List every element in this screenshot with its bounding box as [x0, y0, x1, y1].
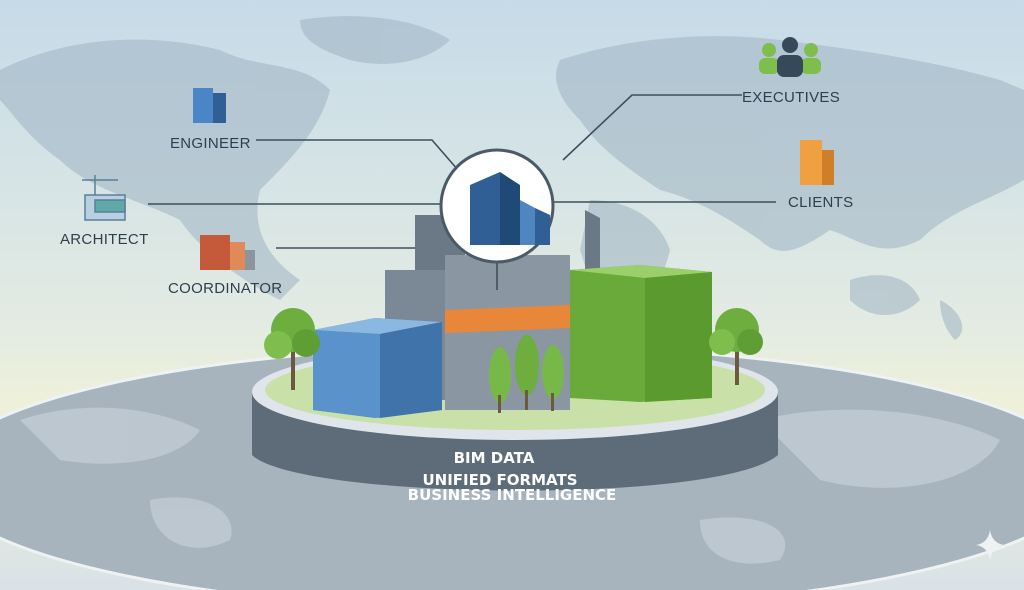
- coordinator-label: COORDINATOR: [168, 280, 282, 297]
- engineer-building-icon: [193, 88, 226, 123]
- platform-line-1: BIM DATA: [454, 449, 535, 467]
- connector-lines: [148, 94, 776, 249]
- coordinator-building-icon: [200, 235, 255, 270]
- platform-line-3: BUSINESS INTELLIGENCE: [408, 486, 617, 504]
- executives-label: EXECUTIVES: [742, 89, 840, 106]
- central-buildings: [313, 210, 712, 418]
- disc-map: [20, 407, 1000, 564]
- trees: [264, 308, 763, 413]
- architect-crane-icon: [82, 175, 126, 221]
- central-hub-icon: [439, 148, 555, 290]
- sparkle-icon: [976, 530, 1004, 560]
- platform-line-2: UNIFIED FORMATS: [422, 471, 577, 489]
- clients-label: CLIENTS: [788, 194, 853, 211]
- world-map: [0, 16, 1024, 350]
- architect-label: ARCHITECT: [60, 231, 149, 248]
- orange-band: [445, 305, 570, 333]
- clients-building-icon: [800, 140, 834, 185]
- executives-people-icon: [759, 37, 821, 77]
- engineer-label: ENGINEER: [170, 135, 251, 152]
